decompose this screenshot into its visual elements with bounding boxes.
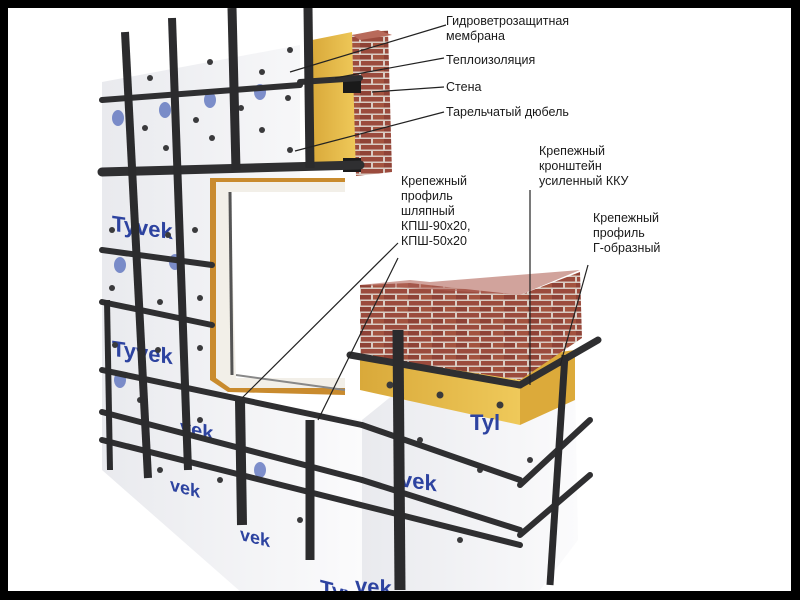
corner-wall-section: vek Tyl vek [355,270,582,591]
top-wall-section [312,30,392,176]
window-opening [210,178,346,395]
label-insulation: Теплоизоляция [446,53,536,67]
label-dowel: Тарельчатый дюбель [446,105,569,119]
svg-text:Tyl: Tyl [470,410,500,435]
vertical-profiles [104,8,569,591]
label-hat-profile: Крепежный профиль шляпный КПШ-90х20, КПШ… [401,174,471,248]
label-bracket: Крепежный кронштейн усиленный ККУ [539,144,629,188]
facade-illustration: Tyvek Tyvek vek vek vek Tyvek [97,8,602,591]
leader-lines [241,24,589,421]
label-l-profile: Крепежный профиль Г-образный [593,211,661,255]
svg-text:vek: vek [355,572,392,591]
label-wall: Стена [446,80,482,94]
diagram-frame: Tyvek Tyvek vek vek vek Tyvek [8,8,791,591]
label-membrane: Гидроветрозащитная мембрана [446,14,570,43]
